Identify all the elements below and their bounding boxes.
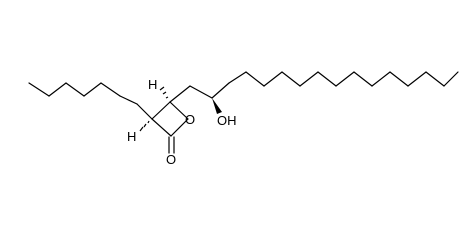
bond-chain-11 <box>407 71 427 87</box>
bond-c4-o1 <box>169 101 189 120</box>
bond-c4-ch2 <box>169 85 191 103</box>
bond-chain-1 <box>228 71 247 84</box>
atom-ring-oxygen: O <box>185 112 195 127</box>
atom-h-c4: H <box>148 77 157 92</box>
atom-labels: H H O O OH <box>127 77 237 167</box>
hash-bond-h-c3 <box>139 120 150 132</box>
bond-chain-9 <box>371 71 391 87</box>
atom-h-c3: H <box>127 129 136 144</box>
atom-hydroxyl: OH <box>217 113 237 128</box>
bond-chain-13 <box>443 71 459 87</box>
bond-o1-c2 <box>170 118 189 137</box>
bond-chain-8 <box>353 71 373 87</box>
bond-chain-4 <box>281 71 301 87</box>
bond-chain-5 <box>299 71 319 87</box>
bond-c3-c4 <box>151 101 171 120</box>
bond-chain-6 <box>317 71 337 87</box>
bond-hexyl-to-ring <box>136 103 153 120</box>
bonds <box>28 71 459 154</box>
atom-carbonyl-oxygen: O <box>166 152 176 167</box>
hash-bond-h-c4 <box>159 86 169 99</box>
bond-chain-12 <box>425 71 445 87</box>
bond-chain-10 <box>389 71 409 87</box>
bond-ch2-choh <box>189 85 213 99</box>
bond-choh-c1 <box>211 82 230 99</box>
bond-hexyl-6 <box>119 95 138 105</box>
bond-chain-3 <box>263 71 283 87</box>
bond-hexyl-4 <box>83 82 102 97</box>
bond-hexyl-1 <box>28 82 50 97</box>
bond-hexyl-3 <box>65 82 85 97</box>
structure-diagram: H H O O OH <box>28 71 459 167</box>
bond-hexyl-5 <box>100 82 121 97</box>
wedge-bond-oh <box>212 98 222 114</box>
bond-c2-c3 <box>151 118 172 137</box>
bond-chain-2 <box>245 71 265 87</box>
bond-hexyl-2 <box>48 82 67 97</box>
bond-chain-7 <box>335 71 355 87</box>
